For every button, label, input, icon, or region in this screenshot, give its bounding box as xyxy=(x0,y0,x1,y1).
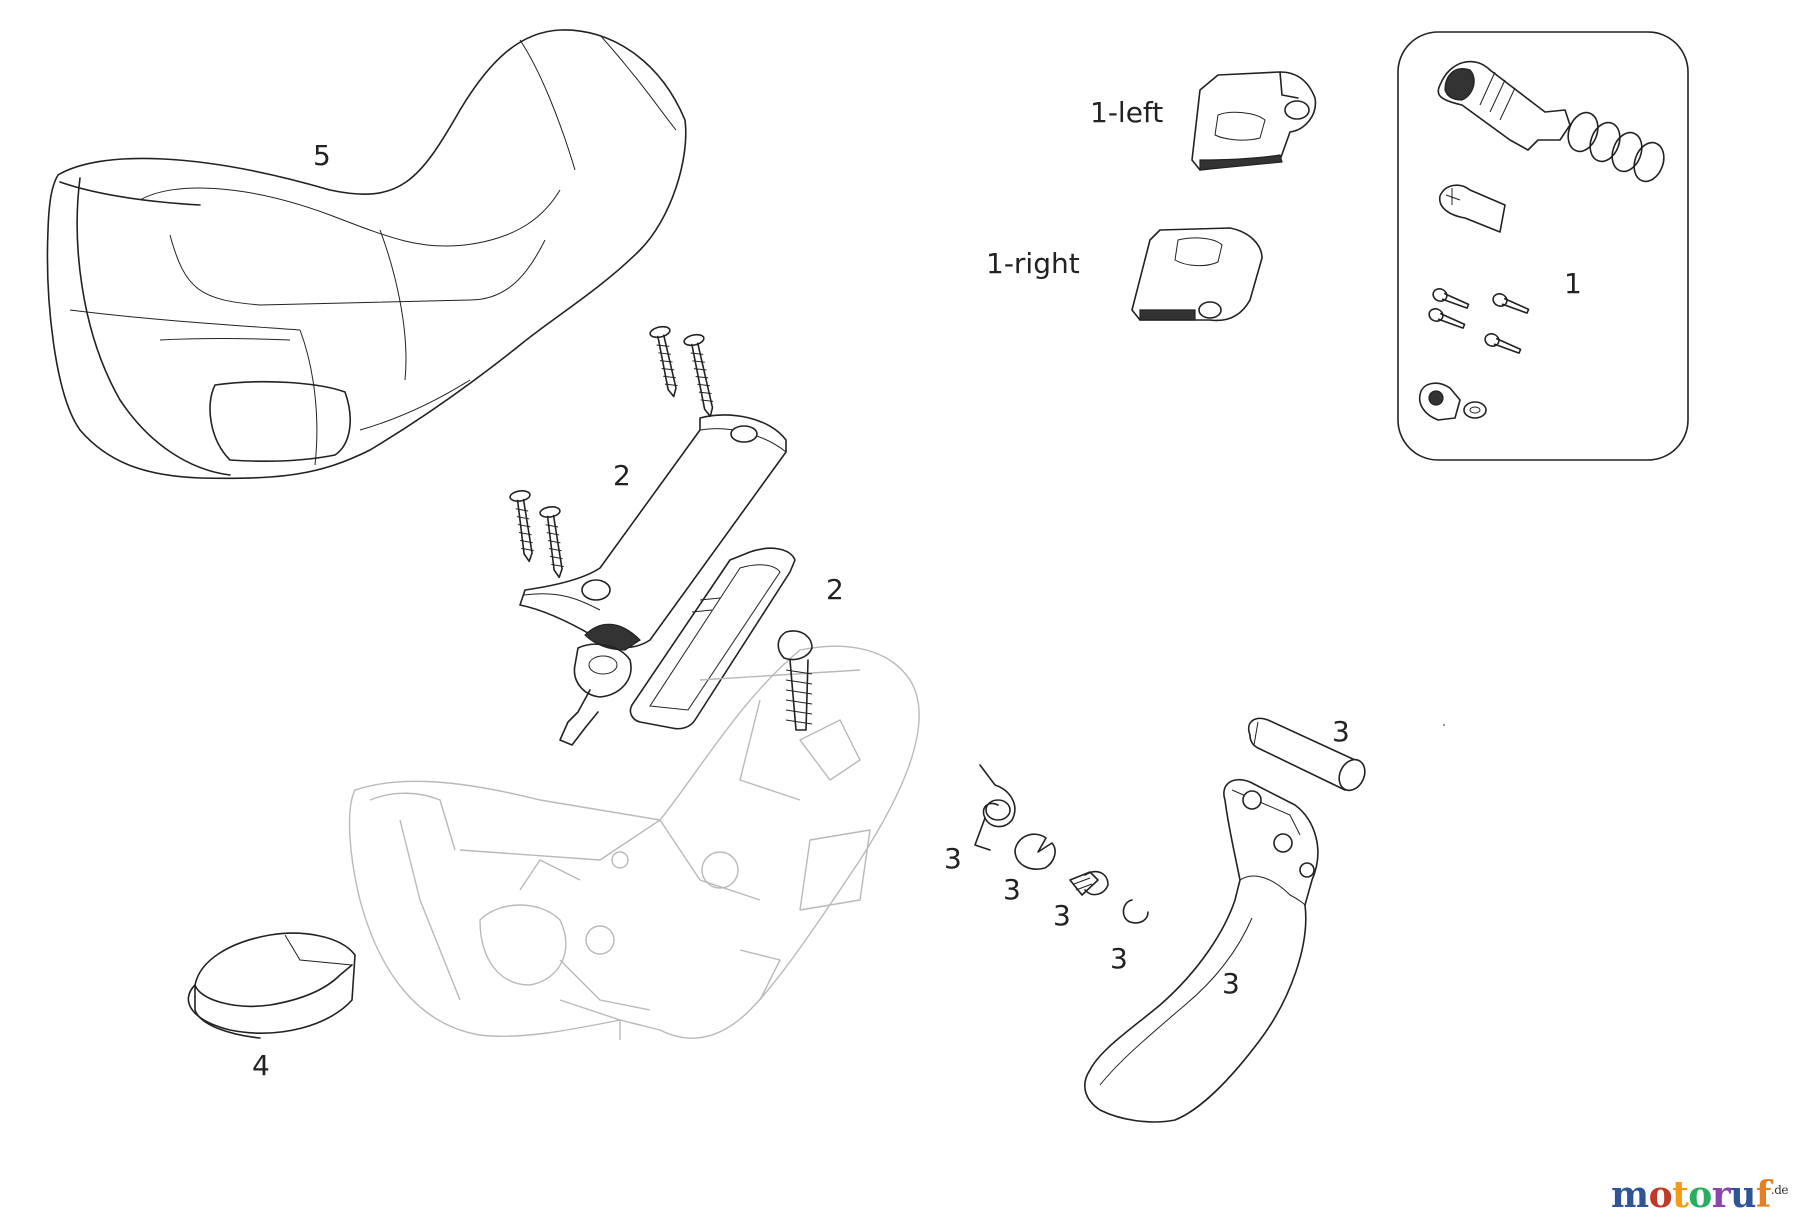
label-reach-adjust-screw: 3 xyxy=(1053,899,1071,932)
reservoir-cap-right-drawing xyxy=(1131,227,1263,322)
bracket-drawing xyxy=(519,414,787,651)
reservoir-cap-left-drawing xyxy=(1191,71,1317,171)
master-fitting-drawing xyxy=(559,630,813,746)
c-clip-drawing xyxy=(1122,899,1149,924)
label-clamp-bolts-upper: 2 xyxy=(613,459,631,492)
pivot-pin-drawing xyxy=(1248,717,1366,792)
watermark-letter: r xyxy=(1711,1174,1731,1216)
lever-spring-drawing xyxy=(974,764,1016,851)
screw-set-upper xyxy=(649,325,714,418)
label-reservoir-cap-left: 1-left xyxy=(1090,96,1164,129)
stray-dot xyxy=(1442,723,1446,727)
screw-set-lower xyxy=(509,490,564,579)
label-handlebar-strap: 4 xyxy=(252,1049,270,1082)
watermark-letter: t xyxy=(1672,1174,1689,1216)
label-brake-hood: 5 xyxy=(313,139,331,172)
brake-lever-blade-drawing xyxy=(1084,778,1319,1123)
label-brake-lever-blade: 3 xyxy=(1222,967,1240,1000)
piston-kit-drawing xyxy=(1397,31,1689,461)
label-pivot-pin: 3 xyxy=(1332,715,1350,748)
label-lever-spring: 3 xyxy=(944,842,962,875)
label-piston-kit: 1 xyxy=(1564,267,1582,300)
watermark-letter: f xyxy=(1755,1174,1772,1216)
label-c-clip: 3 xyxy=(1110,942,1128,975)
clamp-frame-drawing xyxy=(629,547,796,730)
label-reservoir-cap-right: 1-right xyxy=(986,247,1080,280)
watermark-name: motoruf xyxy=(1611,1174,1771,1216)
watermark-letter: o xyxy=(1648,1174,1673,1216)
brake-hood-drawing xyxy=(46,29,687,480)
watermark-letter: u xyxy=(1730,1174,1756,1216)
watermark-logo: motoruf.de xyxy=(1611,1174,1789,1216)
label-bar-clamp: 2 xyxy=(826,573,844,606)
e-clip-drawing xyxy=(1014,833,1056,870)
watermark-letter: o xyxy=(1688,1174,1712,1216)
handlebar-strap-drawing xyxy=(187,932,356,1039)
label-e-clip: 3 xyxy=(1003,873,1021,906)
lever-body-outline xyxy=(348,645,920,1040)
reach-adjust-screw-drawing xyxy=(1069,870,1109,896)
watermark-letter: m xyxy=(1610,1174,1649,1216)
watermark-suffix: .de xyxy=(1770,1183,1789,1197)
